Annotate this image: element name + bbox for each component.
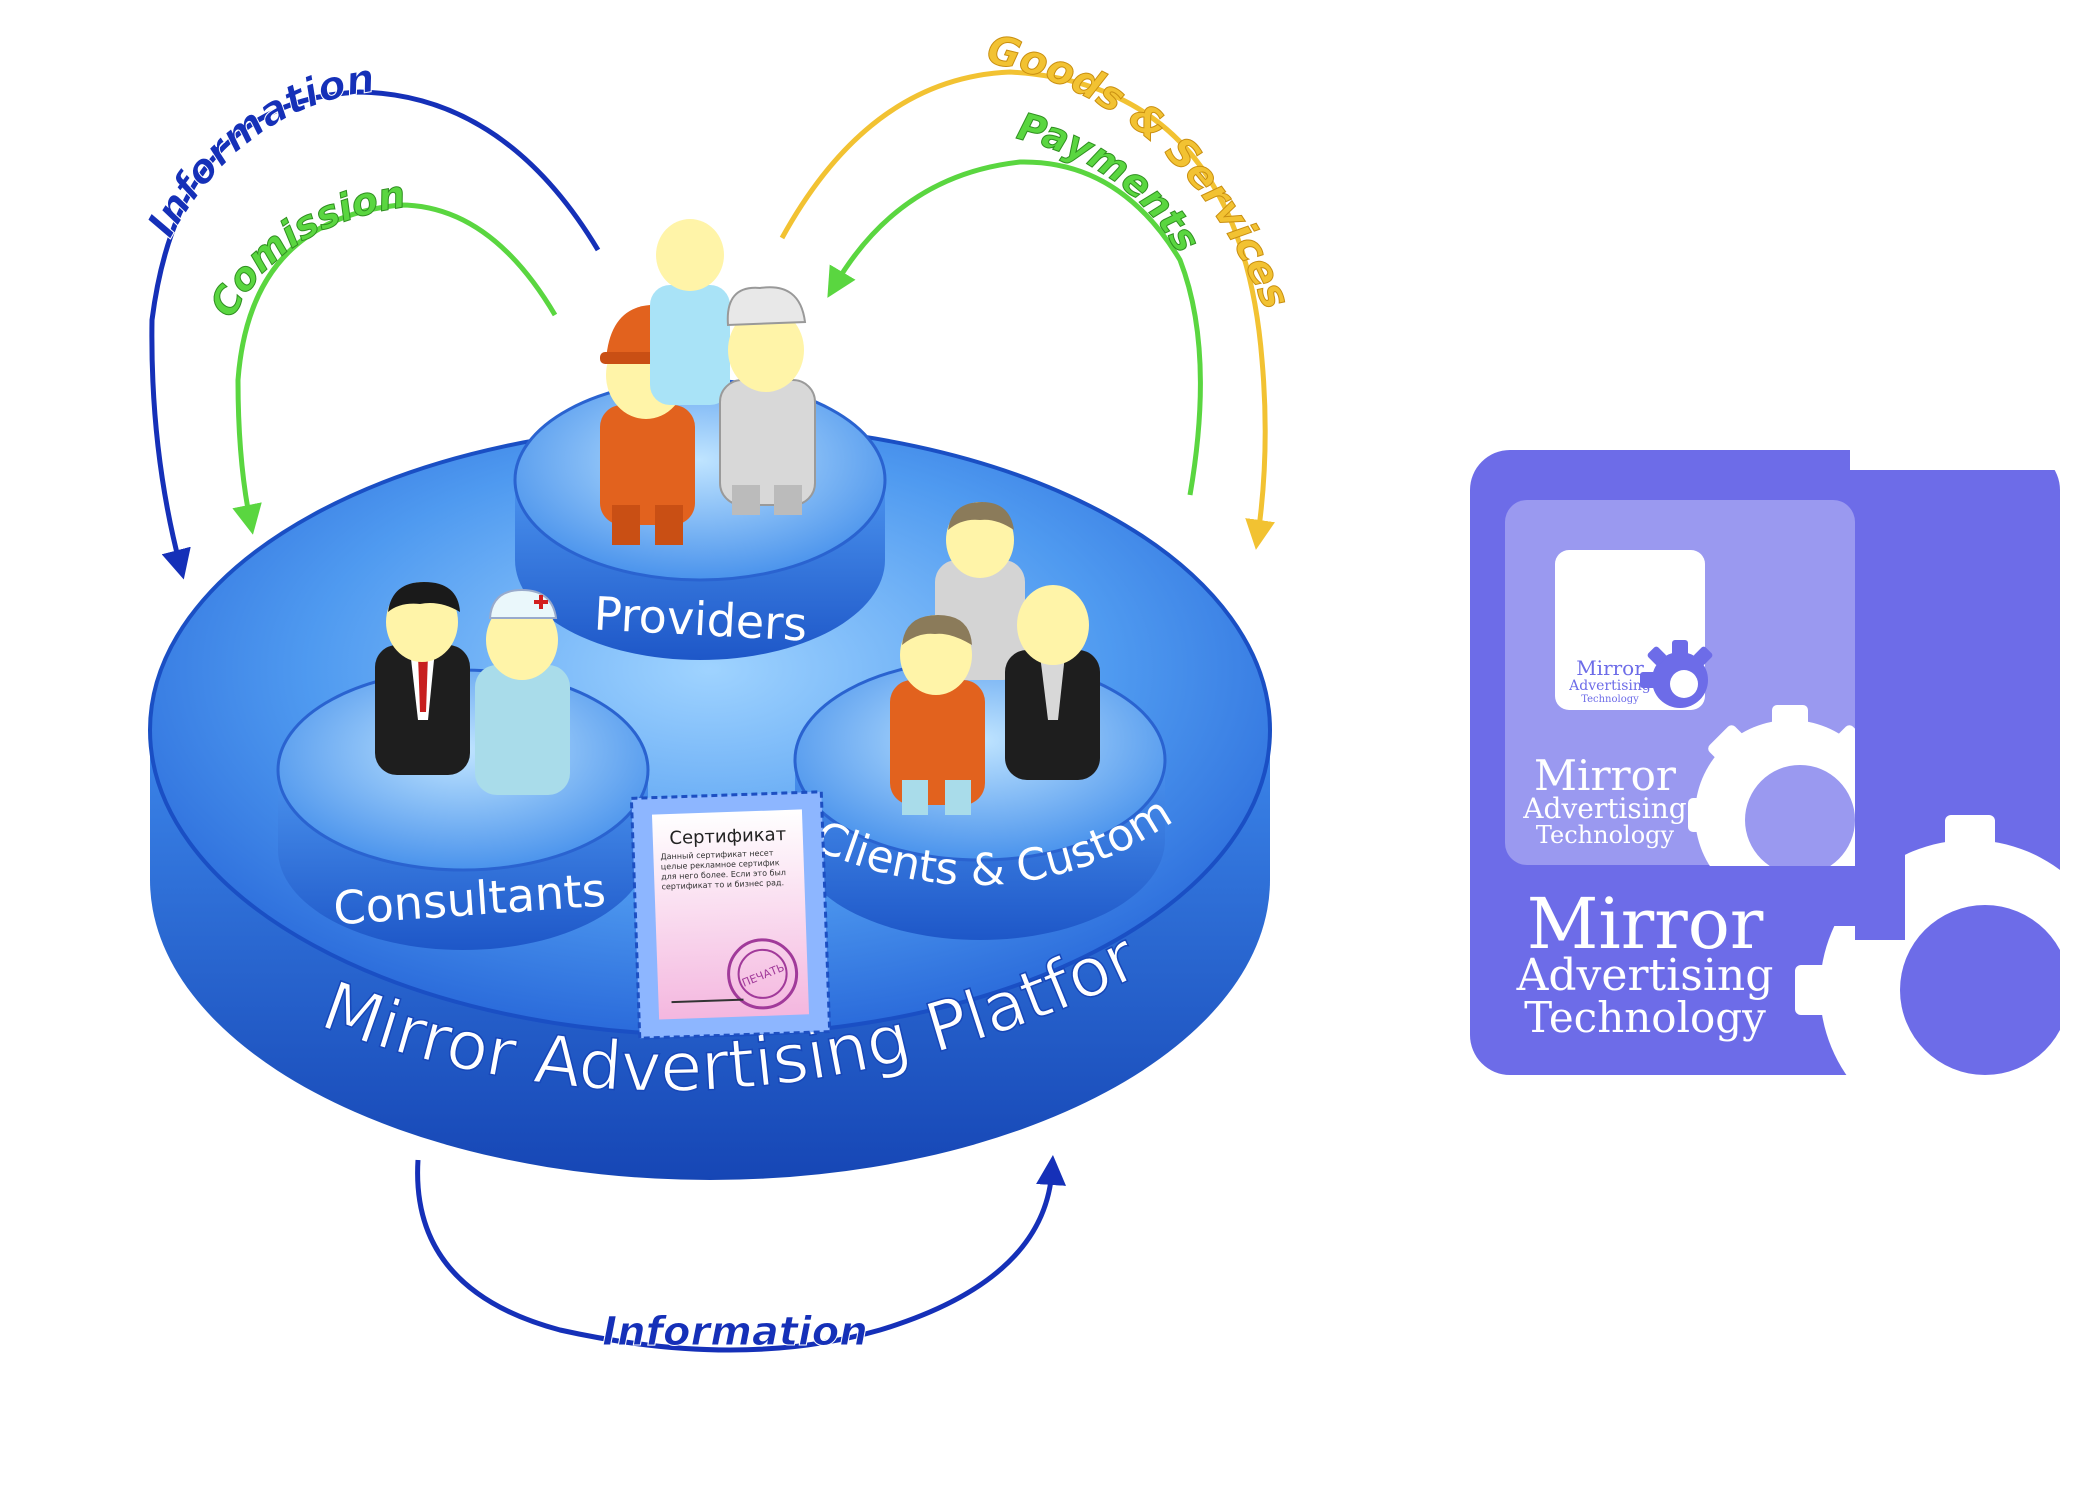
logo-large-line1: Mirror	[1527, 883, 1764, 965]
certificate: Сертификат Данный сертификат несет целые…	[629, 790, 832, 1040]
logo-small-line2: Advertising	[1568, 678, 1651, 694]
flow-arrows	[149, 69, 1275, 1353]
logo-medium-line2: Advertising	[1522, 792, 1686, 825]
doctor-figure-back	[650, 219, 730, 405]
small-gear-icon	[1640, 640, 1713, 708]
client-figure-businessman	[1005, 585, 1100, 780]
information-bottom-arrow	[415, 1155, 1067, 1353]
providers-pod: Providers	[513, 378, 887, 660]
logo-small-line1: Mirror	[1576, 656, 1644, 680]
businessman-figure	[375, 582, 470, 775]
nurse-figure	[475, 588, 570, 795]
people-figures	[375, 219, 1100, 815]
certificate-stamp	[727, 938, 799, 1010]
comission-label: Comission	[201, 172, 408, 324]
providers-label: Providers	[593, 586, 809, 651]
logo-medium-line3: Technology	[1536, 821, 1675, 849]
logo-small-line3: Technology	[1581, 694, 1639, 705]
goods-services-arrow	[779, 69, 1275, 550]
medium-gear-icon	[1688, 700, 1905, 940]
certificate-title: Сертификат	[669, 824, 786, 849]
mirror-logo: Mirror Advertising Technology Mirror Adv…	[1470, 450, 2100, 1150]
logo-large-line3: Technology	[1524, 993, 1766, 1042]
information-top-arrow	[149, 89, 601, 580]
client-figure-orange	[890, 615, 985, 815]
certificate-body: Данный сертификат несет целые рекламное …	[660, 848, 787, 892]
comission-arrow	[232, 202, 558, 535]
logo-medium-line1: Mirror	[1534, 751, 1677, 800]
logo-large-line2: Advertising	[1516, 950, 1774, 1001]
information-bottom-label: Information	[602, 1309, 867, 1355]
payments-arrow	[827, 159, 1203, 496]
chef-figure	[719, 286, 816, 515]
